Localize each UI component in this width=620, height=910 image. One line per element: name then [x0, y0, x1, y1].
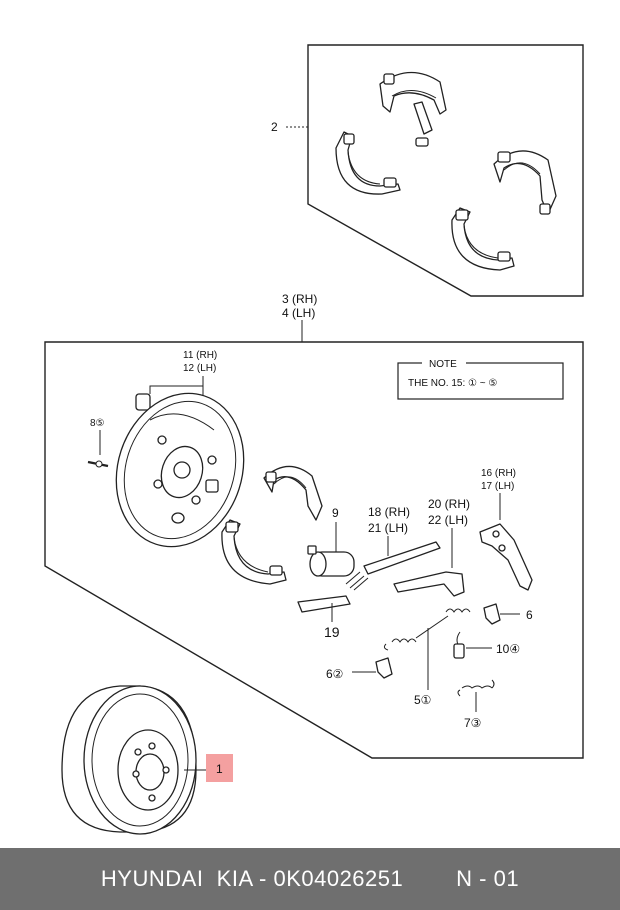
label-part-10: 10④ [496, 642, 520, 656]
label-part-5: 5① [414, 693, 431, 707]
spring-icon [453, 631, 465, 659]
label-part-18: 18 (RH) [368, 505, 410, 519]
label-part-3: 3 (RH) [282, 292, 317, 306]
footer-bar: HYUNDAI KIA - 0K04026251 N - 01 [0, 848, 620, 910]
shoe-clip-icon [483, 603, 501, 625]
wheel-cylinder-icon [307, 545, 355, 577]
label-part-16: 16 (RH) [481, 468, 516, 479]
pin-icon [87, 460, 109, 468]
adjuster-strut-icon [345, 541, 441, 591]
grommet-icon [135, 393, 151, 411]
label-part-8: 8⑤ [90, 418, 105, 429]
exploded-parts-diagram: 2 3 (RH) 4 (LH) NOTE THE NO. 15: ① ~ ⑤ [44, 44, 584, 835]
return-spring-icon [383, 608, 471, 651]
catalog-code: N - 01 [456, 866, 520, 891]
shoe-set-frame [307, 44, 584, 297]
label-part-12: 12 (LH) [183, 363, 216, 374]
parking-lever-icon [479, 523, 533, 591]
shoe-clip-icon [375, 657, 393, 679]
part-number: HYUNDAI KIA - 0K04026251 [100, 866, 404, 891]
label-part-19: 19 [324, 624, 340, 640]
note-text: THE NO. 15: ① ~ ⑤ [408, 378, 497, 389]
label-part-4: 4 (LH) [282, 306, 315, 320]
label-part-22: 22 (LH) [428, 513, 468, 527]
spacer [403, 866, 456, 892]
label-part-17: 17 (LH) [481, 481, 514, 492]
brake-shoe-icon [221, 519, 287, 585]
label-part-6b: 6② [326, 667, 343, 681]
label-part-11: 11 (RH) [183, 350, 217, 361]
backing-plate-icon [115, 392, 245, 548]
label-part-20: 20 (RH) [428, 497, 470, 511]
note-box: NOTE THE NO. 15: ① ~ ⑤ [397, 357, 564, 400]
assembly-frame [44, 341, 584, 759]
highlight-marker [206, 754, 233, 782]
brake-shoe-icon [379, 71, 447, 147]
brake-shoe-icon [451, 207, 515, 271]
note-title: NOTE [429, 359, 457, 370]
label-part-7: 7③ [464, 716, 481, 730]
brake-shoe-icon [263, 465, 323, 521]
label-part-1: 1 [216, 762, 223, 776]
label-part-21: 21 (LH) [368, 521, 408, 535]
strut-bar-icon [297, 595, 351, 613]
brake-drum-icon [61, 685, 197, 835]
adjuster-lever-icon [393, 571, 465, 597]
label-part-2: 2 [271, 120, 278, 134]
label-part-9: 9 [332, 506, 339, 520]
spring-icon [457, 679, 495, 697]
label-part-6a: 6 [526, 608, 533, 622]
brake-shoe-icon [335, 131, 401, 195]
brake-shoe-icon [493, 150, 557, 215]
